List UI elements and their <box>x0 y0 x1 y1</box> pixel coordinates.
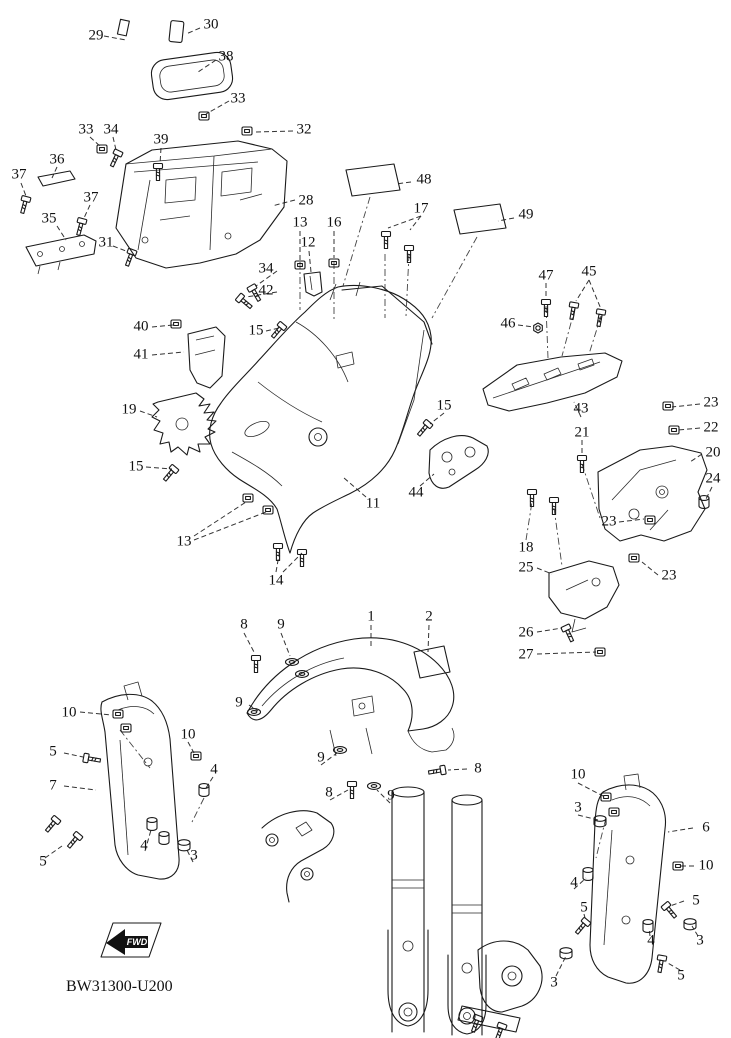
right-bracket-shapes <box>428 352 708 633</box>
fork-leg-shapes <box>261 786 543 1036</box>
left-bracket-shapes <box>25 170 226 456</box>
diagram-code: BW31300-U200 <box>66 978 173 995</box>
construction-lines <box>119 196 607 859</box>
side-panel-shape <box>209 163 507 554</box>
lid-seal-shapes <box>116 18 234 101</box>
fwd-arrow-icon: FWD <box>100 922 162 958</box>
fwd-label: FWD <box>127 937 148 947</box>
fork-protector-shapes <box>100 681 667 984</box>
battery-box-shape <box>115 140 288 269</box>
hardware-icons <box>17 111 710 1038</box>
front-fender-shape <box>246 637 455 757</box>
